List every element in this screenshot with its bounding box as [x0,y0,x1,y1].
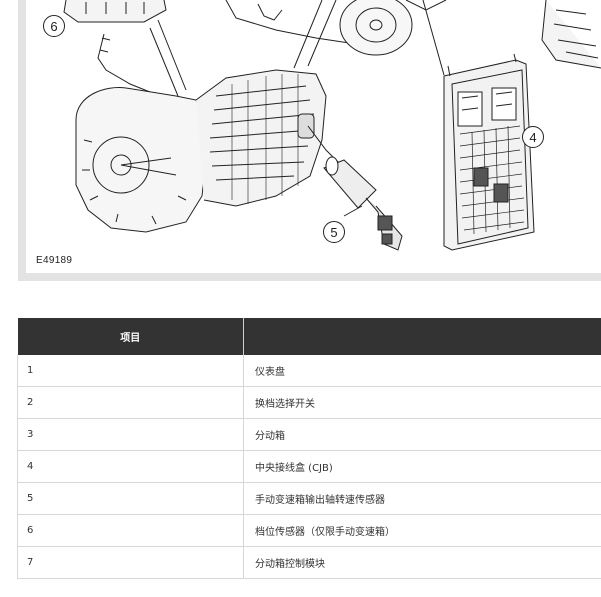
item-description: 仪表盘 [243,355,601,387]
item-description: 手动变速箱输出轴转速传感器 [243,482,601,515]
item-description: 中央接线盒 (CJB) [243,450,601,483]
figure-id-label: E49189 [36,255,73,266]
item-description: 档位传感器（仅限手动变速箱） [243,514,601,547]
table-row: 2 换档选择开关 [17,386,601,419]
header-description [243,318,601,355]
illustration-frame: 6 5 4 E49189 [18,0,601,281]
header-item: 项目 [17,318,244,355]
callout-5: 5 [323,221,345,243]
item-description: 分动箱 [243,418,601,451]
table-row: 5 手动变速箱输出轴转速传感器 [17,482,601,515]
item-number: 5 [17,482,244,515]
item-number: 7 [17,546,244,579]
parts-table: 项目 1 仪表盘 2 换档选择开关 3 分动箱 4 中央接线盒 (CJB) 5 … [17,318,601,579]
item-description: 换档选择开关 [243,386,601,419]
callout-6: 6 [43,15,65,37]
illustration: 6 5 4 E49189 [26,0,601,273]
callout-4: 4 [522,126,544,148]
item-number: 2 [17,386,244,419]
item-description: 分动箱控制模块 [243,546,601,579]
table-row: 6 档位传感器（仅限手动变速箱） [17,514,601,547]
table-row: 1 仪表盘 [17,355,601,387]
table-header-row: 项目 [17,318,601,355]
item-number: 1 [17,355,244,387]
component-drawing [63,0,601,251]
item-number: 6 [17,514,244,547]
table-row: 4 中央接线盒 (CJB) [17,450,601,483]
item-number: 3 [17,418,244,451]
item-number: 4 [17,450,244,483]
table-row: 7 分动箱控制模块 [17,546,601,579]
table-row: 3 分动箱 [17,418,601,451]
